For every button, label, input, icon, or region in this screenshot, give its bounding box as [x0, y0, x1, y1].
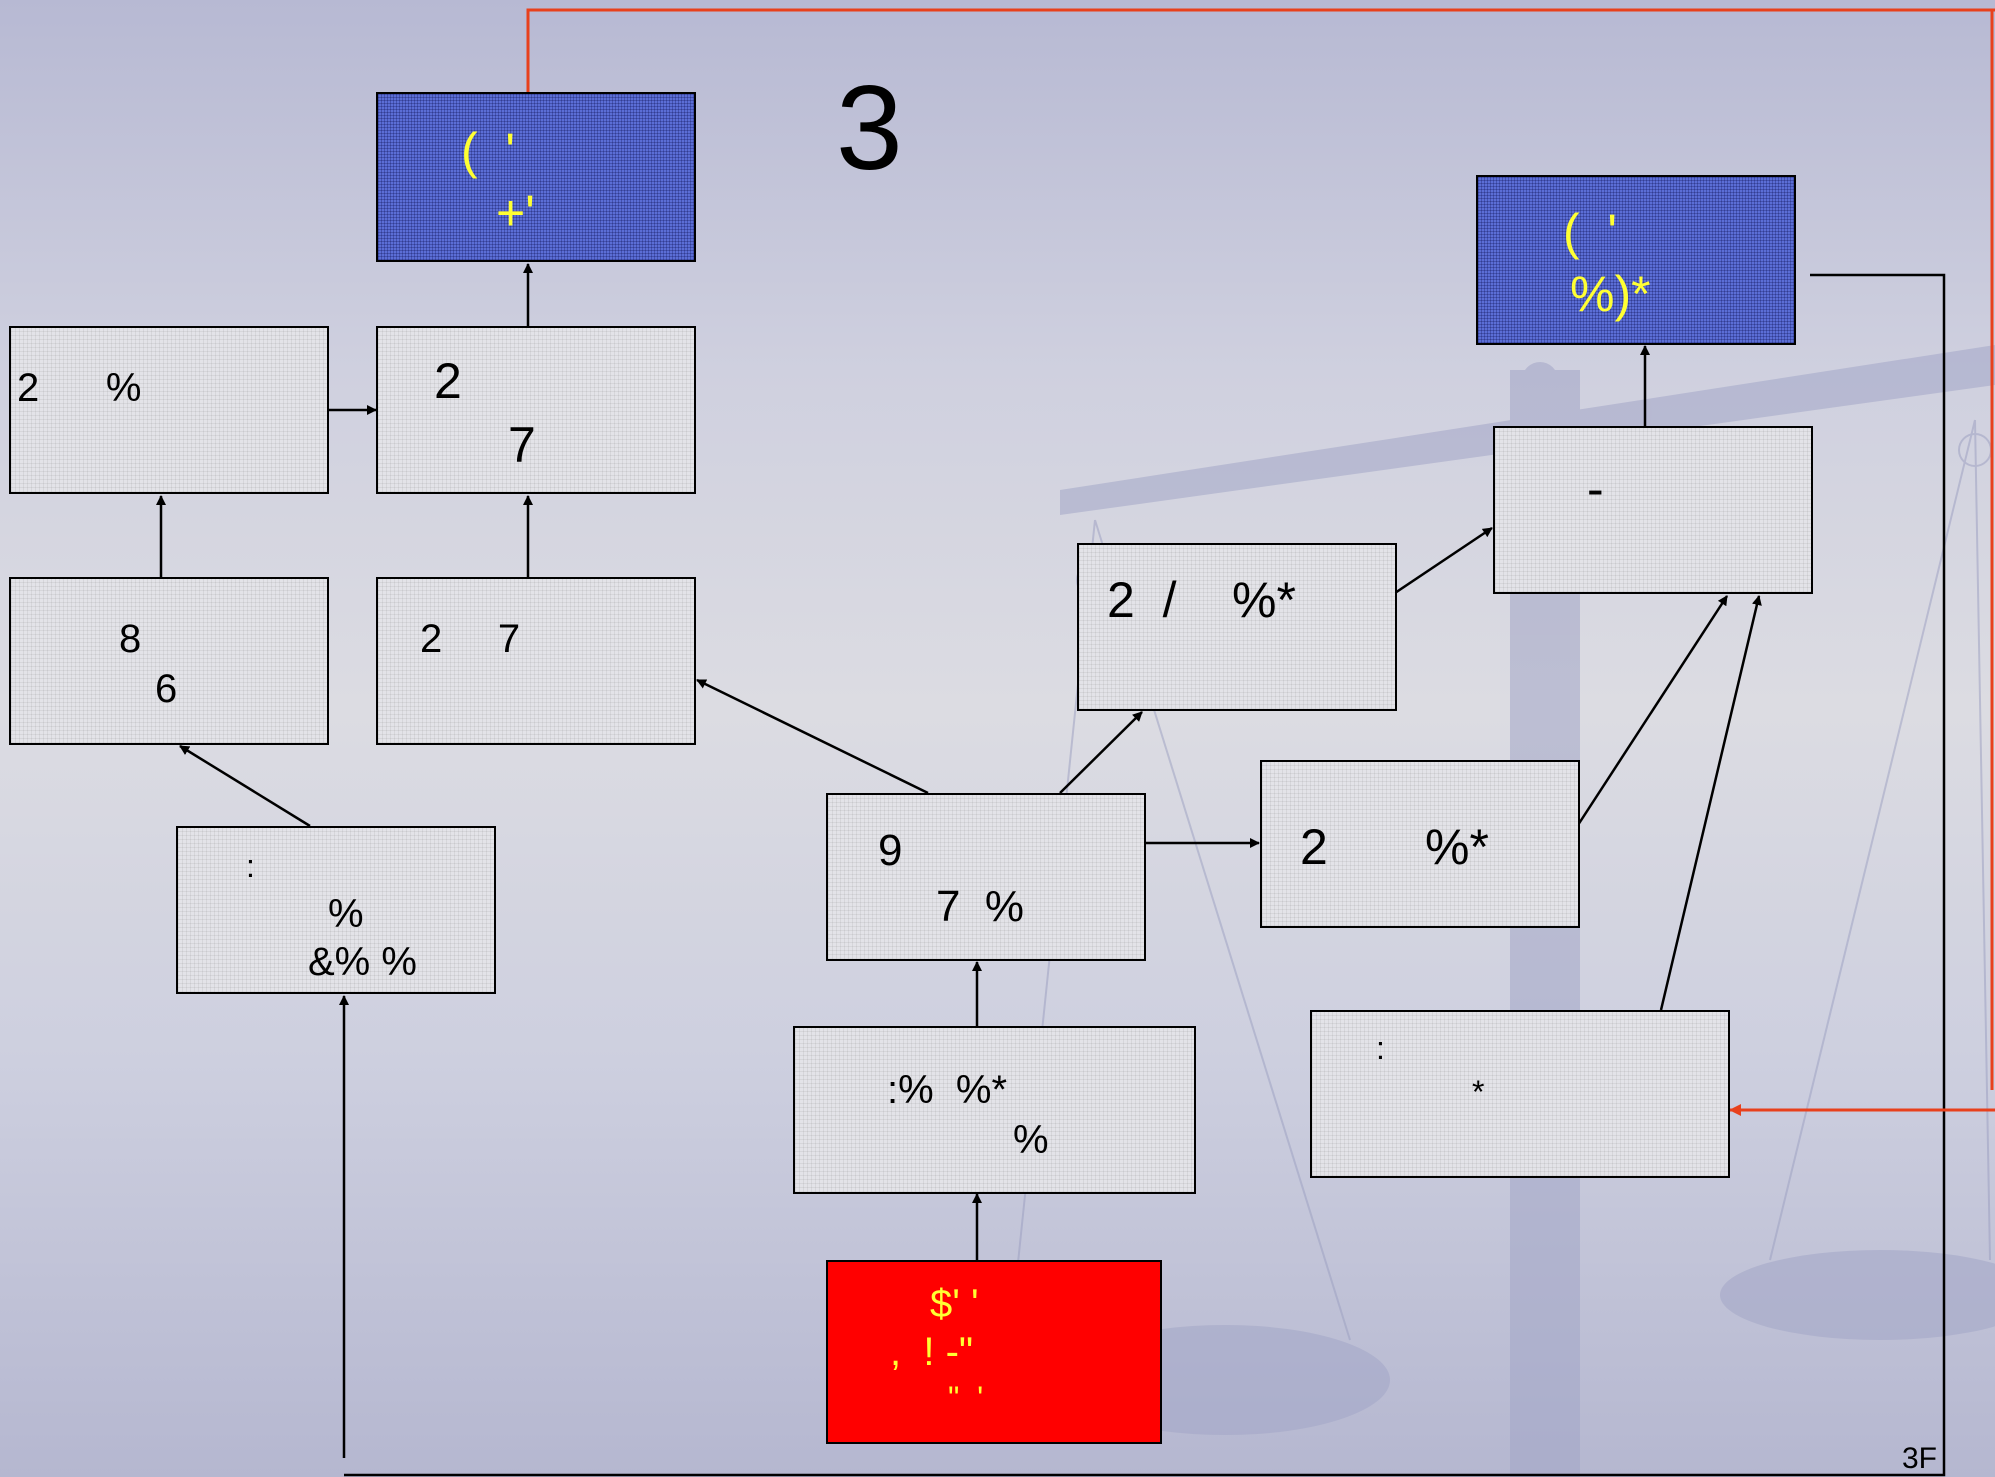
box-r2b-line-2: 7	[508, 417, 536, 473]
box-slash: 2 / %*	[1077, 543, 1397, 711]
box-r3a-line-2: 6	[155, 667, 178, 711]
box-left-source-line-2: %	[328, 892, 364, 936]
box-mid-right-line-1: 2 %*	[1300, 819, 1489, 875]
box-star-line-2: *	[1472, 1074, 1485, 1110]
box-star: : *	[1310, 1010, 1730, 1178]
arrow-star-to-dash	[1659, 595, 1762, 1011]
top-goal-line-1: ( '	[461, 123, 515, 179]
box-center-lower-line-2: %	[1013, 1118, 1049, 1162]
box-slash-line-1: 2 / %*	[1107, 572, 1296, 628]
top-goal-box: ( ' +'	[376, 92, 696, 262]
box-dash-line-1: -	[1587, 461, 1604, 517]
arrow-slash-to-dash	[1394, 526, 1493, 595]
slide-title: 3	[836, 61, 903, 195]
start-box-line-3: " '	[948, 1380, 984, 1416]
box-left-source: : % &% %	[176, 826, 496, 994]
start-box-line-2: , ! -"	[890, 1330, 974, 1374]
arrow-hub-to-r3b	[696, 678, 929, 795]
box-center-lower-line-1: :% %*	[887, 1068, 1008, 1112]
arrow-hub-to-slash	[1059, 711, 1143, 794]
box-left-source-line-3: &% %	[308, 940, 417, 984]
box-center-hub-line-1: 9	[878, 826, 903, 875]
box-r2a-line-1: 2 %	[17, 366, 142, 410]
right-goal-box: ( ' %)*	[1476, 175, 1796, 345]
box-dash: -	[1493, 426, 1813, 594]
box-r3a-line-1: 8	[119, 617, 142, 661]
box-r3b: 2 7	[376, 577, 696, 745]
right-goal-line-2: %)*	[1570, 266, 1651, 322]
start-box-line-1: $' '	[930, 1282, 979, 1326]
box-r2a: 2 %	[9, 326, 329, 494]
box-left-source-line-1: :	[246, 848, 255, 884]
page-number: 3F	[1902, 1442, 1938, 1475]
box-r3b-line-1: 2 7	[420, 617, 521, 661]
box-mid-right: 2 %*	[1260, 760, 1580, 928]
box-r3a: 8 6	[9, 577, 329, 745]
right-goal-line-1: ( '	[1563, 204, 1617, 260]
arrow-source-to-r3a	[179, 744, 311, 828]
box-r2b-line-1: 2	[434, 353, 462, 409]
arrow-mid-right-to-dash	[1576, 595, 1729, 826]
line-right-goal-feedback	[344, 273, 1946, 1477]
red-arrow-to-top-goal	[522, 8, 1995, 103]
box-center-lower: :% %* %	[793, 1026, 1196, 1194]
box-star-line-1: :	[1376, 1030, 1385, 1066]
start-box: $' ' , ! -" " '	[826, 1260, 1162, 1444]
box-r2b: 2 7	[376, 326, 696, 494]
top-goal-line-2: +'	[496, 185, 535, 241]
box-center-hub: 9 7 %	[826, 793, 1146, 961]
box-center-hub-line-2: 7 %	[936, 882, 1025, 931]
